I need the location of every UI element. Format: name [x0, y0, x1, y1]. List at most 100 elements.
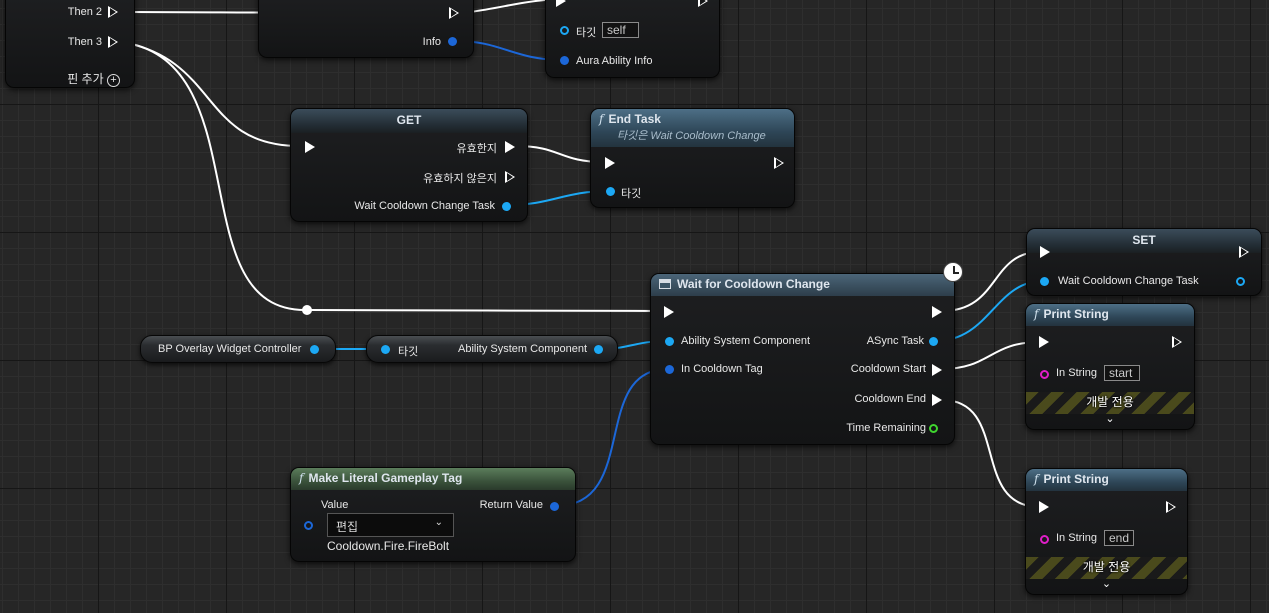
function-icon: f [1034, 307, 1039, 321]
print-title: Print String [1043, 307, 1109, 321]
target-pin[interactable] [560, 26, 569, 35]
cooldown-start-label: Cooldown Start [850, 363, 926, 375]
pin-then3-label: Then 3 [67, 36, 102, 48]
print-title: Print String [1043, 472, 1109, 486]
exec-out-pin[interactable] [1239, 246, 1249, 258]
cooldown-tag-pin[interactable] [665, 365, 674, 374]
development-only-banner: 개발 전용 [1026, 392, 1194, 414]
set-ability-info-node[interactable]: 타깃 self Aura Ability Info [545, 0, 720, 78]
set-task-node[interactable]: SET Wait Cooldown Change Task [1026, 228, 1262, 296]
in-string-pin[interactable] [1040, 370, 1049, 379]
bp-var-out-pin[interactable] [310, 345, 319, 354]
dev-label: 개발 전용 [1082, 560, 1131, 574]
in-string-label: In String [1056, 367, 1097, 379]
in-string-value[interactable]: end [1104, 530, 1134, 546]
not-valid-label: 유효하지 않은지 [423, 173, 497, 185]
get-node-header: GET [291, 109, 527, 133]
then-exec-pin[interactable] [932, 306, 942, 318]
tag-node-title: Make Literal Gameplay Tag [308, 471, 463, 485]
cooldown-start-pin[interactable] [932, 364, 942, 376]
latent-window-icon [659, 279, 671, 289]
end-task-title: End Task [608, 112, 661, 126]
print-string-start-node[interactable]: f Print String In String start 개발 전용 ⌄ [1025, 303, 1195, 430]
asc-in-pin[interactable] [665, 337, 674, 346]
exec-in-pin[interactable] [305, 141, 315, 153]
task-var-pin[interactable] [502, 202, 511, 211]
value-in-pin[interactable] [304, 521, 313, 530]
aura-ability-info-pin[interactable] [560, 56, 569, 65]
task-var-label: Wait Cooldown Change Task [354, 200, 495, 212]
target-pin[interactable] [381, 345, 390, 354]
task-out-pin[interactable] [1236, 277, 1245, 286]
exec-in-pin[interactable] [1039, 501, 1049, 513]
set-node-title: SET [1132, 233, 1156, 247]
pin-then2-label: Then 2 [67, 6, 102, 18]
asc-out-pin[interactable] [594, 345, 603, 354]
asc-out-label: Ability System Component [458, 343, 587, 355]
wire-top-exec [469, 0, 546, 13]
return-value-pin[interactable] [550, 502, 559, 511]
valid-exec-pin[interactable] [505, 141, 515, 153]
chevron-down-icon: ⌄ [434, 517, 443, 528]
target-label: 타깃 [398, 346, 419, 358]
exec-out-pin[interactable] [1166, 501, 1176, 513]
asc-in-label: Ability System Component [681, 335, 810, 347]
in-string-value[interactable]: start [1104, 365, 1140, 381]
dev-label: 개발 전용 [1086, 395, 1134, 409]
info-pin[interactable] [448, 37, 457, 46]
wait-for-cooldown-change-node[interactable]: Wait for Cooldown Change Ability System … [650, 273, 955, 445]
target-label: 타깃 [576, 27, 597, 39]
development-only-banner: 개발 전용 [1026, 557, 1187, 579]
plus-circle-icon: + [107, 74, 120, 87]
get-validated-node[interactable]: GET 유효한지 유효하지 않은지 Wait Cooldown Change T… [290, 108, 528, 222]
exec-in-pin[interactable] [664, 306, 674, 318]
time-remaining-pin[interactable] [929, 424, 938, 433]
aura-ability-info-label: Aura Ability Info [576, 55, 653, 67]
exec-out-pin[interactable] [698, 0, 708, 7]
task-var-label: Wait Cooldown Change Task [1058, 275, 1199, 287]
expand-chevron-icon[interactable]: ⌄ [1105, 413, 1115, 425]
wire-reroute-wait [308, 309, 661, 312]
exec-in-pin[interactable] [605, 157, 615, 169]
info-pin-label: Info [422, 36, 441, 48]
print-header: f Print String [1026, 304, 1194, 326]
tag-edit-dropdown[interactable]: 편집 ⌄ [327, 513, 454, 537]
cooldown-end-label: Cooldown End [854, 393, 926, 405]
function-icon: f [1034, 472, 1039, 486]
reroute-node[interactable] [302, 305, 312, 315]
break-struct-node[interactable]: Info [258, 0, 474, 58]
print-header: f Print String [1026, 469, 1187, 491]
exec-out-pin[interactable] [449, 7, 459, 19]
in-string-pin[interactable] [1040, 535, 1049, 544]
sequence-node[interactable]: Then 2 Then 3 핀 추가 + [5, 0, 135, 88]
exec-in-pin[interactable] [1040, 246, 1050, 258]
exec-in-pin[interactable] [556, 0, 566, 7]
exec-out-pin[interactable] [1172, 336, 1182, 348]
get-ability-system-component-node[interactable]: 타깃 Ability System Component [366, 335, 618, 363]
wire-then3-reroute [121, 41, 306, 311]
exec-in-pin[interactable] [1039, 336, 1049, 348]
end-task-subtitle: 타깃은 Wait Cooldown Change [617, 130, 766, 142]
dropdown-label: 편집 [336, 520, 359, 534]
then3-exec-pin[interactable] [108, 36, 118, 48]
bp-overlay-widget-controller-var[interactable]: BP Overlay Widget Controller [140, 335, 336, 363]
async-task-pin[interactable] [929, 337, 938, 346]
time-remaining-label: Time Remaining [846, 422, 926, 434]
latent-clock-icon [943, 262, 963, 282]
exec-out-pin[interactable] [774, 157, 784, 169]
add-pin-button[interactable]: 핀 추가 + [67, 70, 120, 87]
target-value-box[interactable]: self [602, 22, 639, 38]
get-node-title: GET [396, 113, 422, 127]
tag-value-text: Cooldown.Fire.FireBolt [327, 539, 450, 553]
expand-chevron-icon[interactable]: ⌄ [1101, 578, 1112, 590]
task-in-pin[interactable] [1040, 277, 1049, 286]
not-valid-exec-pin[interactable] [505, 171, 515, 183]
then2-exec-pin[interactable] [108, 6, 118, 18]
cooldown-end-pin[interactable] [932, 394, 942, 406]
add-pin-label: 핀 추가 [67, 72, 104, 86]
target-pin[interactable] [606, 187, 615, 196]
